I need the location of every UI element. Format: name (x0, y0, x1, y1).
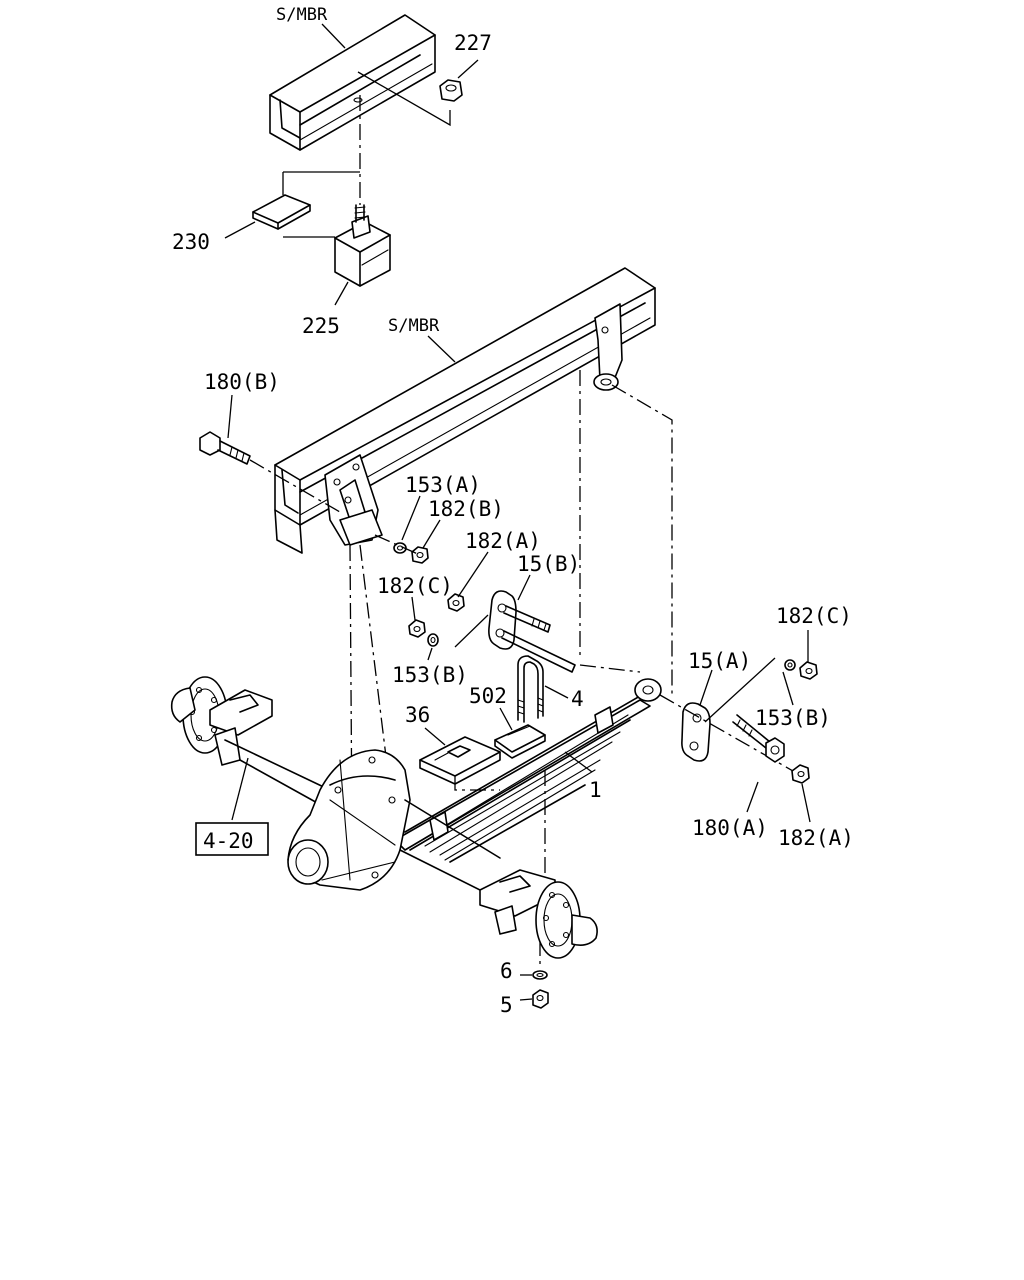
label-5: 5 (500, 993, 513, 1017)
bump-stopper-225 (334, 204, 391, 287)
clamp-plate-502 (494, 724, 546, 759)
leader-182b (422, 519, 441, 549)
leader-182c-left (411, 596, 416, 621)
leader-227 (457, 59, 479, 79)
label-182c-right: 182(C) (776, 604, 852, 628)
label-smbr-top: S/MBR (276, 5, 328, 25)
nut-182a-left (447, 593, 465, 612)
label-15b: 15(B) (517, 552, 580, 576)
label-180b: 180(B) (204, 370, 280, 394)
nut-5 (532, 989, 549, 1009)
nut-182c-right (799, 661, 818, 680)
axis-15b (579, 664, 641, 673)
label-182b: 182(B) (428, 497, 504, 521)
shackle-plate-15a (681, 702, 711, 762)
washer-153b-right (784, 659, 796, 671)
leader-15b (517, 574, 531, 601)
guide-rear-hanger (611, 384, 673, 695)
label-153b-left: 153(B) (392, 663, 468, 687)
leader-153a (401, 495, 421, 541)
spring-pad-36 (419, 736, 501, 785)
label-6: 6 (500, 959, 513, 983)
leader-230 (224, 221, 256, 239)
leader-182a-left (457, 551, 489, 598)
upper-frame-member (269, 14, 436, 151)
leader-153b-right (782, 671, 794, 706)
label-1: 1 (589, 778, 602, 802)
leader-smbr-mid (427, 335, 456, 363)
leader-5 (519, 998, 533, 1001)
label-227: 227 (454, 31, 492, 55)
leader-36 (424, 727, 446, 746)
rear-axle-housing (170, 676, 598, 959)
leader-225 (334, 281, 349, 306)
guide-15a-right (704, 657, 776, 723)
nut-182b (411, 546, 429, 564)
leader-4 (544, 685, 569, 699)
leader-153b-left (427, 647, 433, 661)
label-4: 4 (571, 687, 584, 711)
label-182a-left: 182(A) (465, 529, 541, 553)
nut-182c-left (408, 619, 426, 638)
guide-36 (454, 776, 500, 791)
main-frame-member (274, 267, 656, 554)
label-225: 225 (302, 314, 340, 338)
label-180a: 180(A) (692, 816, 768, 840)
nut-182a-right (791, 764, 810, 784)
u-bolt-4 (517, 655, 544, 723)
leader-182a-right (801, 783, 811, 823)
axis-15a (659, 694, 801, 776)
leader-1 (564, 751, 593, 773)
label-182c-left: 182(C) (377, 574, 453, 598)
leader-smbr-top (321, 23, 346, 49)
leader-15a (699, 669, 713, 706)
bolt-180a (732, 714, 785, 763)
leader-180b (227, 394, 233, 439)
front-hanger-bracket (324, 454, 383, 546)
label-smbr-mid: S/MBR (388, 316, 440, 336)
leader-502 (499, 707, 513, 731)
leader-180a (746, 781, 759, 813)
leader-227-path (357, 71, 451, 127)
label-182a-right: 182(A) (778, 826, 854, 850)
leaf-spring-1 (372, 678, 662, 863)
label-153a: 153(A) (405, 473, 481, 497)
label-15a: 15(A) (688, 649, 751, 673)
bolt-180b (199, 431, 251, 465)
nut-227 (439, 79, 463, 102)
label-502: 502 (469, 684, 507, 708)
label-4-20: 4-20 (203, 829, 254, 853)
label-36: 36 (405, 703, 430, 727)
leader-4-20 (231, 757, 249, 821)
rear-hanger-bracket (593, 303, 623, 391)
spacer-plate-230 (252, 194, 311, 230)
axis-153a (374, 534, 421, 556)
washer-153a (393, 542, 407, 554)
label-230: 230 (172, 230, 210, 254)
washer-153b-left (427, 633, 439, 647)
ref-box-4-20 (195, 822, 269, 856)
label-153b-right: 153(B) (755, 706, 831, 730)
guide-153b-left (454, 614, 489, 648)
axis-180b (249, 459, 341, 513)
shackle-plate-15b (488, 590, 576, 673)
washer-6 (532, 970, 548, 980)
